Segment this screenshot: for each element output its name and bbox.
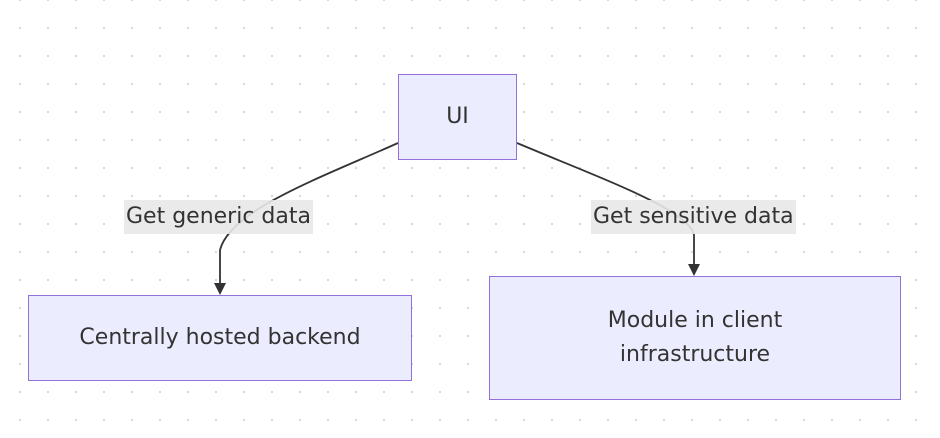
node-ui-label: UI [446, 104, 469, 129]
node-module-label: Module in client infrastructure [607, 308, 783, 367]
edge-label-generic-data: Get generic data [124, 200, 313, 234]
edge-label-sensitive-data: Get sensitive data [591, 200, 796, 234]
node-ui: UI [398, 74, 517, 160]
node-module-in-client-infrastructure: Module in client infrastructure [489, 276, 901, 400]
node-backend-label: Centrally hosted backend [79, 325, 361, 350]
edge-ui-to-backend [214, 142, 399, 295]
node-centrally-hosted-backend: Centrally hosted backend [28, 295, 412, 381]
